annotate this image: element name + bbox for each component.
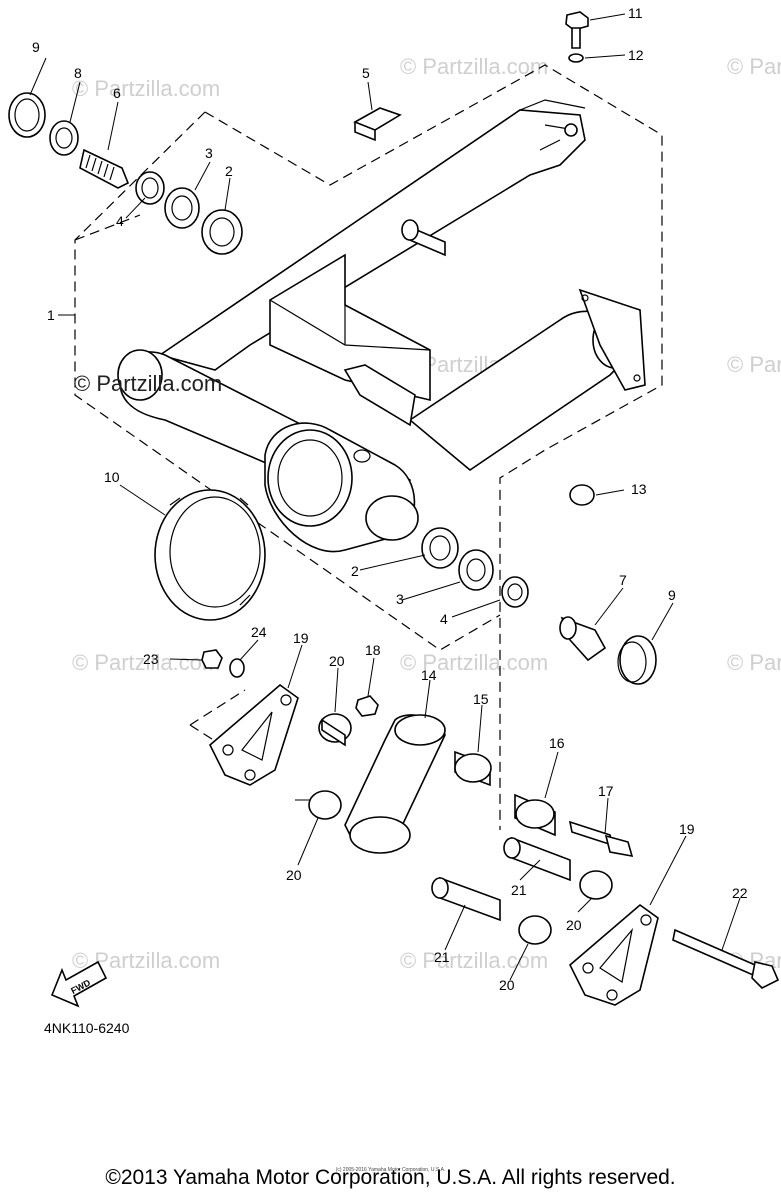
watermark: © Partzilla.com: [72, 650, 220, 675]
swingarm-body: [117, 99, 646, 553]
callout-4: 4: [116, 213, 124, 229]
callout-21: 21: [511, 882, 527, 898]
callout-11: 11: [628, 5, 643, 21]
watermark: © Partzilla.com: [727, 54, 781, 79]
callout-24: 24: [251, 624, 267, 640]
callout-8: 8: [74, 65, 82, 81]
callout-20: 20: [286, 867, 302, 883]
callout-20: 20: [329, 653, 345, 669]
cap-13: [569, 484, 595, 506]
fwd-arrow-icon: FWD: [50, 960, 108, 1008]
callout-9: 9: [668, 587, 676, 603]
watermark: © Partzilla.com: [400, 650, 548, 675]
pivot-left-stack: [8, 92, 243, 255]
callout-1: 1: [47, 307, 55, 323]
assembly-boundary: [74, 64, 663, 830]
watermark: © Partzilla.com: [72, 76, 220, 101]
callout-17: 17: [598, 783, 614, 799]
washer-12: [568, 53, 584, 63]
pad-5: [353, 107, 402, 142]
callout-9: 9: [32, 39, 40, 55]
callouts: 1 2 2 3 3 4 4 5 6 7 8 9 9 10 11 12 13 14…: [32, 5, 748, 993]
callout-3: 3: [205, 145, 213, 161]
pivot-right-stack: [421, 527, 657, 685]
copyright-text: ©2013 Yamaha Motor Corporation, U.S.A. A…: [105, 1166, 676, 1189]
callout-21: 21: [434, 949, 450, 965]
callout-23: 23: [143, 651, 159, 667]
callout-13: 13: [631, 481, 647, 497]
callout-5: 5: [362, 65, 370, 81]
callout-22: 22: [732, 885, 748, 901]
callout-10: 10: [104, 469, 120, 485]
callout-6: 6: [113, 85, 121, 101]
callout-19: 19: [679, 821, 695, 837]
callout-18: 18: [365, 642, 381, 658]
watermark: © Partzilla.com: [727, 650, 781, 675]
diagram-code: 4NK110-6240: [44, 1020, 130, 1036]
watermark: © Partzilla.com: [400, 948, 548, 973]
callout-20: 20: [566, 917, 582, 933]
callout-4: 4: [440, 611, 448, 627]
callout-7: 7: [619, 572, 627, 588]
callout-19: 19: [293, 630, 309, 646]
bolt-11: [565, 11, 589, 49]
callout-3: 3: [396, 591, 404, 607]
callout-14: 14: [421, 667, 437, 683]
watermark-overlay: © Partzilla.com: [74, 371, 222, 396]
watermark: © Partzilla.com: [400, 54, 548, 79]
linkage-assembly: [201, 649, 780, 1006]
watermark: © Partzilla.com: [727, 352, 781, 377]
callout-2: 2: [351, 563, 359, 579]
copyright-small-text: (c) 2005-2016 Yamaha Motor Corporation, …: [335, 1167, 446, 1173]
leader-lines: [29, 13, 741, 981]
callout-15: 15: [473, 691, 489, 707]
callout-2: 2: [225, 163, 233, 179]
cover-10: [154, 489, 266, 621]
callout-12: 12: [628, 47, 644, 63]
callout-20: 20: [499, 977, 515, 993]
callout-16: 16: [549, 735, 565, 751]
